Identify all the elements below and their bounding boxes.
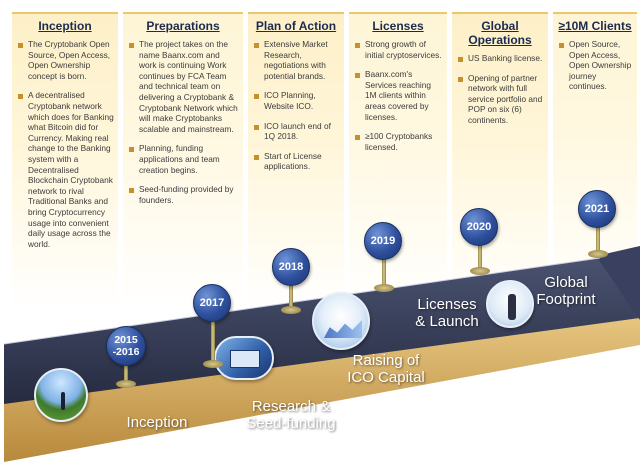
pin-stem <box>596 224 600 254</box>
road-edge <box>3 257 601 345</box>
list-item: Seed-funding provided by founders. <box>127 184 239 205</box>
bullet-icon <box>355 135 360 141</box>
person-silhouette <box>61 392 65 410</box>
column-preparations: Preparations The project takes on the na… <box>123 12 243 310</box>
year-badge-2015-2016: 2015 -2016 <box>106 326 146 366</box>
list-item: ICO Planning, Website ICO. <box>252 90 340 111</box>
year-badge-2018: 2018 <box>272 248 310 286</box>
bullet-icon <box>355 43 360 48</box>
column-global-operations: Global Operations US Banking license. Op… <box>452 12 548 310</box>
bullet-icon <box>18 43 23 48</box>
column-title: Preparations <box>146 19 220 33</box>
bullet-icon <box>129 43 134 48</box>
bullet-icon <box>254 124 259 130</box>
road-shoulder <box>4 312 640 462</box>
pin-base <box>281 306 301 314</box>
pin-base <box>470 267 490 275</box>
list-item: A decentralised Cryptobank network which… <box>16 90 114 249</box>
bullet-icon <box>254 43 259 48</box>
pin-stem <box>124 360 128 384</box>
laptop-chart-photo <box>214 336 274 380</box>
person-in-field-photo <box>34 368 88 422</box>
bullet-icon <box>129 188 134 194</box>
pin-stem <box>382 256 386 288</box>
list-item: Planning, funding applications and team … <box>127 143 239 175</box>
businessman-silhouette <box>508 294 516 320</box>
column-title: Plan of Action <box>255 19 337 33</box>
list-item: Extensive Market Research, negotiations … <box>252 39 340 81</box>
column-title: Global Operations <box>468 19 532 47</box>
bullet-icon <box>355 73 360 79</box>
column-title: Licenses <box>372 19 424 33</box>
column-inception: Inception The Cryptobank Open Source, Op… <box>12 12 118 310</box>
pin-base <box>116 380 136 388</box>
list-item: ≥100 Cryptobanks licensed. <box>353 131 443 152</box>
list-item: Open Source, Open Access, Open Ownership… <box>557 39 633 92</box>
pin-base <box>203 360 223 368</box>
bullet-icon <box>458 76 463 82</box>
business-team-photo <box>312 292 370 350</box>
list-item: Baanx.com's Services reaching 1M clients… <box>353 69 443 122</box>
year-badge-2019: 2019 <box>364 222 402 260</box>
road-label-inception: Inception <box>126 414 188 431</box>
list-item: Opening of partner network with full ser… <box>456 73 544 126</box>
year-badge-2020: 2020 <box>460 208 498 246</box>
list-item: The project takes on the name Baanx.com … <box>127 39 239 134</box>
column-title: ≥10M Clients <box>558 19 632 33</box>
businessman-globe-photo <box>486 280 534 328</box>
pin-base <box>374 284 394 292</box>
bullet-icon <box>458 57 463 62</box>
bullet-icon <box>254 94 259 100</box>
pin-base <box>588 250 608 258</box>
list-item: US Banking license. <box>456 53 544 64</box>
list-item: The Cryptobank Open Source, Open Access,… <box>16 39 114 81</box>
road-label-ico: Raising of ICO Capital <box>347 352 425 386</box>
road-label-research: Research & Seed-funding <box>246 398 336 432</box>
list-item: Strong growth of initial cryptoservices. <box>353 39 443 60</box>
column-licenses: Licenses Strong growth of initial crypto… <box>349 12 447 310</box>
pin-stem <box>478 243 482 271</box>
column-title: Inception <box>38 19 92 33</box>
list-item: ICO launch end of 1Q 2018. <box>252 121 340 142</box>
road-arrow-tip <box>596 246 640 320</box>
year-badge-2017: 2017 <box>193 284 231 322</box>
list-item: Start of License applications. <box>252 151 340 172</box>
bullet-icon <box>18 94 23 100</box>
road-label-global: Global Footprint <box>536 274 596 308</box>
bullet-icon <box>129 147 134 153</box>
year-badge-2021: 2021 <box>578 190 616 228</box>
pin-stem <box>211 318 215 364</box>
bullet-icon <box>559 43 564 48</box>
bullet-icon <box>254 154 259 160</box>
pin-stem <box>289 276 293 310</box>
rising-chart-icon <box>324 320 362 338</box>
road-label-licenses: Licenses & Launch <box>415 296 479 330</box>
laptop-icon <box>230 350 260 368</box>
